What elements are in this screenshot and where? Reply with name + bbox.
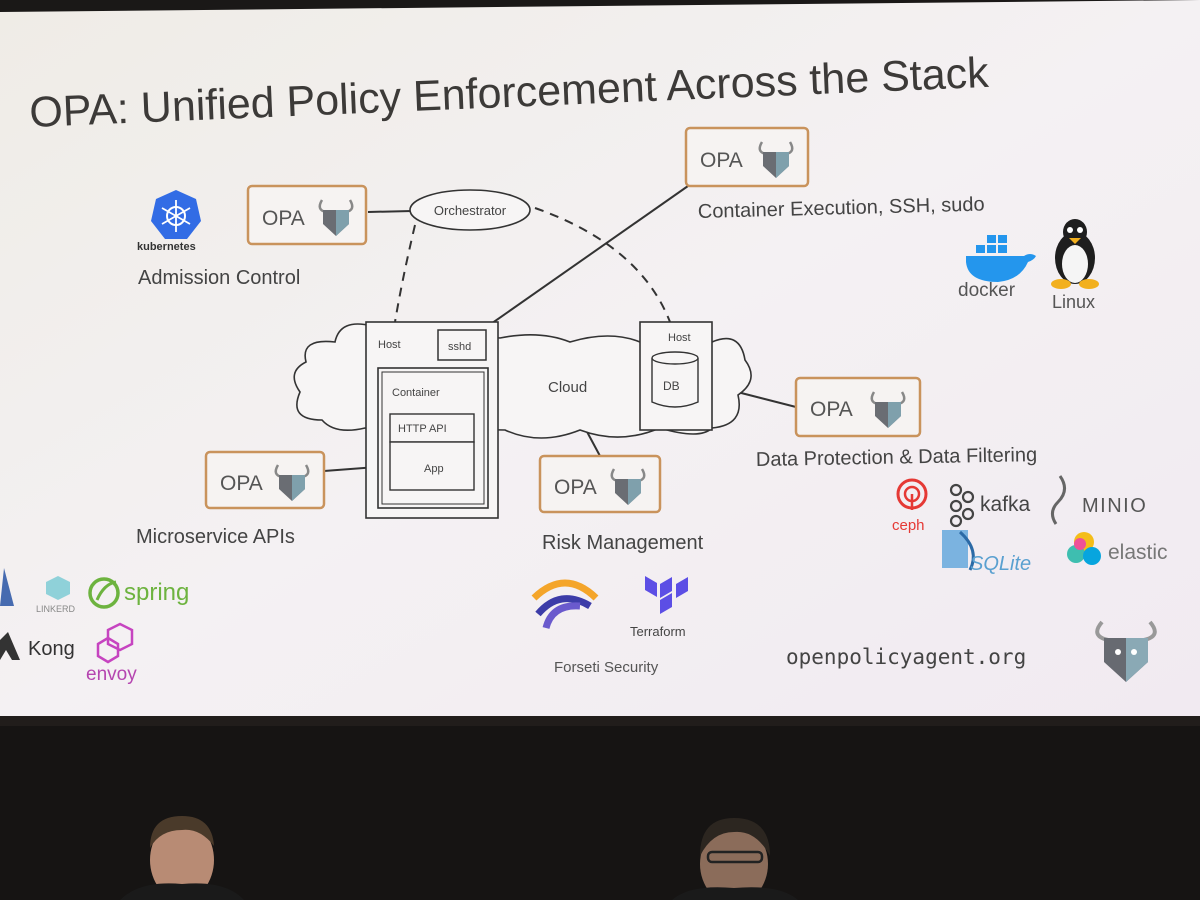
app-label: App bbox=[424, 463, 444, 475]
opa-viking-icon bbox=[610, 468, 646, 505]
terraform-logo: Terraform bbox=[630, 576, 688, 639]
opa-label: OPA bbox=[700, 149, 743, 172]
sshd-box bbox=[437, 329, 487, 361]
spring-wordmark: spring bbox=[124, 579, 189, 606]
istio-sail-icon bbox=[0, 568, 14, 606]
db-cylinder bbox=[651, 351, 699, 408]
forseti-icon bbox=[531, 579, 599, 630]
opa-label: OPA bbox=[810, 398, 853, 421]
minio-logo: MINIO bbox=[1051, 475, 1147, 525]
orchestrator-label: Orchestrator bbox=[434, 203, 507, 218]
opa-label: OPA bbox=[220, 472, 263, 495]
caption-microservice-apis: Microservice APIs bbox=[136, 526, 295, 548]
dashed-orchestrator-host bbox=[394, 224, 416, 323]
linux-wordmark: Linux bbox=[1052, 292, 1095, 312]
stage-edge bbox=[0, 716, 1200, 726]
ceph-logo: ceph bbox=[892, 478, 928, 534]
terraform-wordmark: Terraform bbox=[630, 624, 686, 639]
tux-icon bbox=[1051, 219, 1099, 289]
terraform-icon bbox=[645, 576, 688, 614]
kong-wordmark: Kong bbox=[28, 638, 75, 660]
sqlite-logo: SQLite bbox=[942, 530, 1031, 575]
opa-viking-icon bbox=[318, 199, 354, 236]
opa-box-microservice: OPA bbox=[204, 450, 326, 510]
elastic-wordmark: elastic bbox=[1108, 541, 1168, 564]
opa-box-admission: OPA bbox=[246, 184, 368, 246]
opa-viking-icon bbox=[274, 464, 310, 501]
elastic-icon bbox=[1067, 532, 1101, 565]
orchestrator-ellipse bbox=[409, 189, 531, 231]
elastic-logo: elastic bbox=[1067, 532, 1168, 565]
docker-logo: docker bbox=[958, 235, 1036, 301]
envoy-icon bbox=[96, 622, 134, 664]
host-label: Host bbox=[378, 339, 401, 351]
presenter-right bbox=[672, 818, 798, 900]
opa-box-risk: OPA bbox=[538, 454, 662, 514]
forseti-logo: Forseti Security bbox=[531, 579, 659, 676]
kubernetes-logo: kubernetes bbox=[137, 190, 201, 253]
line-opa-admission-orchestrator bbox=[367, 210, 413, 213]
container-label: Container bbox=[392, 387, 440, 399]
kafka-icon bbox=[949, 483, 975, 528]
linkerd-wordmark: LINKERD bbox=[36, 604, 76, 614]
linux-logo: Linux bbox=[1051, 219, 1099, 312]
opa-box-container-exec: OPA bbox=[684, 126, 810, 188]
envoy-wordmark: envoy bbox=[86, 664, 137, 685]
kafka-logo: kafka bbox=[949, 483, 1031, 528]
envoy-logo: envoy bbox=[86, 622, 137, 685]
spring-logo: spring bbox=[88, 577, 189, 609]
opa-mascot-icon bbox=[1095, 620, 1157, 682]
db-label: DB bbox=[663, 379, 680, 393]
sshd-label: sshd bbox=[448, 341, 471, 353]
kong-gorilla-icon bbox=[0, 632, 20, 660]
docker-whale-icon bbox=[966, 254, 1036, 282]
presenter-left bbox=[120, 816, 244, 900]
kubernetes-wordmark: kubernetes bbox=[137, 241, 196, 253]
opa-label: OPA bbox=[554, 476, 597, 499]
ceph-wordmark: ceph bbox=[892, 517, 925, 534]
opa-viking-icon bbox=[758, 141, 794, 178]
minio-icon bbox=[1051, 475, 1066, 525]
host2-label: Host bbox=[668, 332, 691, 344]
opa-label: OPA bbox=[262, 207, 305, 230]
kafka-wordmark: kafka bbox=[980, 493, 1031, 516]
linkerd-logo: LINKERD bbox=[36, 576, 76, 614]
caption-admission-control: Admission Control bbox=[138, 267, 300, 289]
minio-wordmark: MINIO bbox=[1082, 495, 1147, 517]
kong-logo: Kong bbox=[0, 632, 75, 660]
opa-website-url: openpolicyagent.org bbox=[786, 645, 1026, 669]
sqlite-wordmark: SQLite bbox=[970, 553, 1031, 575]
app-box bbox=[389, 441, 475, 491]
docker-wordmark: docker bbox=[958, 280, 1016, 301]
caption-data-protection: Data Protection & Data Filtering bbox=[756, 444, 1038, 471]
spring-leaf-icon bbox=[88, 577, 120, 609]
opa-box-data-protection: OPA bbox=[794, 376, 922, 438]
opa-viking-icon bbox=[870, 391, 906, 428]
forseti-wordmark: Forseti Security bbox=[554, 659, 659, 676]
linkerd-icon bbox=[46, 576, 70, 600]
http-api-label: HTTP API bbox=[398, 423, 447, 435]
dashed-orchestrator-host2 bbox=[534, 207, 671, 323]
line-sshd-opa-container-exec bbox=[487, 185, 689, 327]
caption-risk-management: Risk Management bbox=[542, 532, 704, 554]
cloud-label: Cloud bbox=[548, 379, 587, 396]
